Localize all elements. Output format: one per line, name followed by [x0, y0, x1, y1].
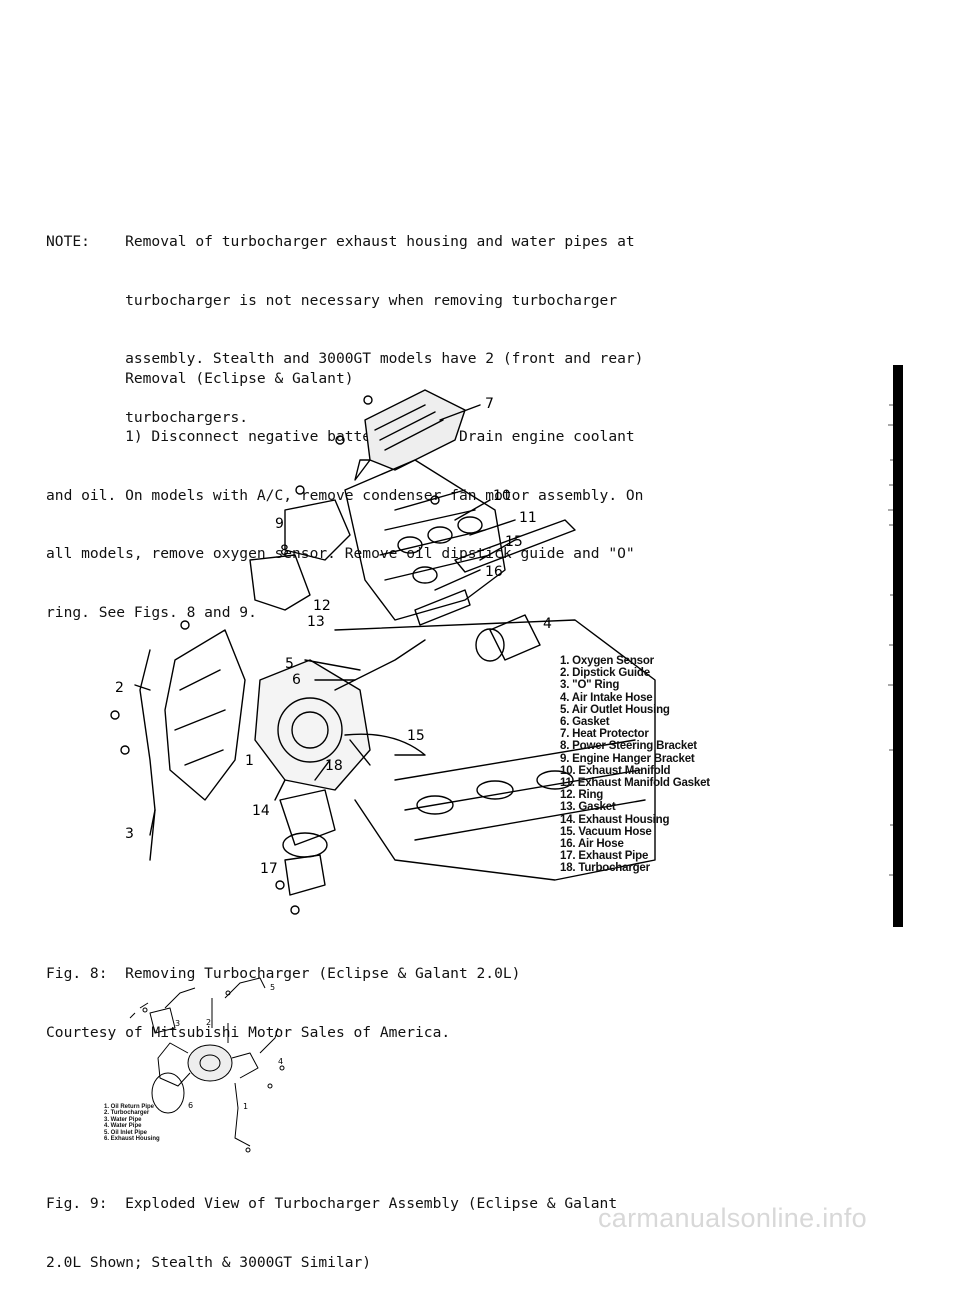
legend-item: 2. Dipstick Guide [560, 667, 650, 680]
callout-15: 15 [505, 534, 523, 550]
figure-9-legend: 1. Oil Return Pipe 2. Turbocharger 3. Wa… [104, 1104, 160, 1142]
callout-10: 10 [493, 488, 511, 504]
figure-8-legend: 1. Oxygen Sensor 2. Dipstick Guide 3. "O… [560, 655, 710, 875]
removal-heading: Removal (Eclipse & Galant) [46, 369, 354, 387]
callout-14: 14 [252, 803, 270, 819]
fig9-callout-5: 5 [270, 983, 275, 992]
callout-7: 7 [485, 396, 494, 412]
legend-item: 10. Exhaust Manifold [560, 764, 671, 777]
callout-18: 18 [325, 758, 343, 774]
note-line: turbocharger is not necessary when remov… [46, 291, 618, 309]
legend-item: 4. Air Intake Hose [560, 691, 653, 704]
figure-8-illustration: 7 10 11 15 16 4 9 8 12 13 5 6 2 1 15 18 … [110, 389, 656, 915]
note-line: assembly. Stealth and 3000GT models have… [46, 350, 644, 367]
caption-credit: Courtesy of Mitsubishi Motor Sales of Am… [46, 1023, 451, 1041]
figure-8-caption: Fig. 8: Removing Turbocharger (Eclipse &… [46, 925, 520, 1062]
legend-item: 6. Gasket [560, 716, 610, 729]
fig9-callout-2: 2 [206, 1018, 211, 1027]
callout-8: 8 [280, 543, 289, 559]
note-line: turbochargers. [46, 408, 249, 426]
callout-12: 12 [313, 598, 331, 614]
legend-item: 12. Ring [560, 789, 604, 802]
callout-6: 6 [292, 672, 301, 688]
note-line: NOTE: Removal of turbocharger exhaust ho… [46, 233, 635, 250]
legend-item: 2. Turbocharger [104, 1110, 150, 1117]
removal-line: 1) Disconnect negative battery cable. Dr… [46, 428, 635, 445]
callout-5: 5 [285, 656, 294, 672]
callout-4: 4 [543, 616, 552, 632]
legend-item: 3. "O" Ring [560, 679, 620, 692]
callout-1: 1 [245, 753, 254, 769]
callout-2: 2 [115, 680, 124, 696]
figure-9-illustration: 5 3 2 4 1 6 [129, 977, 285, 1153]
legend-item: 15. Vacuum Hose [560, 825, 652, 838]
callout-11: 11 [519, 510, 537, 526]
legend-item: 14. Exhaust Housing [560, 813, 670, 826]
fig9-callout-6: 6 [188, 1101, 193, 1110]
fig9-callout-1: 1 [243, 1102, 248, 1111]
legend-item: 3. Water Pipe [104, 1116, 142, 1123]
callout-3: 3 [125, 826, 134, 842]
legend-item: 7. Heat Protector [560, 728, 649, 741]
watermark: carmanualsonline.info [598, 1203, 867, 1233]
caption-line: Fig. 9: Exploded View of Turbocharger As… [46, 1195, 618, 1212]
legend-item: 13. Gasket [560, 801, 616, 814]
figure-9-caption: Fig. 9: Exploded View of Turbocharger As… [46, 1155, 617, 1292]
legend-item: 16. Air Hose [560, 838, 624, 851]
callout-9: 9 [275, 516, 284, 532]
legend-item: 1. Oil Return Pipe [104, 1104, 155, 1110]
caption-line: 2.0L Shown; Stealth & 3000GT Similar) [46, 1253, 372, 1271]
callout-13: 13 [307, 614, 325, 630]
removal-line: ring. See Figs. 8 and 9. [46, 603, 257, 621]
legend-item: 8. Power Steering Bracket [560, 740, 697, 753]
legend-item: 5. Oil Inlet Pipe [104, 1129, 148, 1136]
caption-line: Fig. 8: Removing Turbocharger (Eclipse &… [46, 965, 521, 982]
fig9-callout-3: 3 [175, 1019, 180, 1028]
callout-16: 16 [485, 564, 503, 580]
legend-item: 9. Engine Hanger Bracket [560, 752, 695, 765]
fig9-callout-4: 4 [278, 1057, 283, 1066]
removal-line: all models, remove oxygen sensor. Remove… [46, 545, 635, 562]
scan-edge-marks [888, 404, 893, 876]
callout-17: 17 [260, 861, 278, 877]
legend-item: 11. Exhaust Manifold Gasket [560, 777, 710, 790]
legend-item: 18. Turbocharger [560, 862, 650, 875]
removal-procedure: Removal (Eclipse & Galant) 1) Disconnect… [46, 271, 643, 642]
legend-item: 6. Exhaust Housing [104, 1136, 160, 1143]
removal-line: and oil. On models with A/C, remove cond… [46, 486, 644, 504]
legend-item: 1. Oxygen Sensor [560, 655, 654, 667]
legend-item: 5. Air Outlet Housing [560, 703, 670, 716]
callout-15b: 15 [407, 728, 425, 744]
legend-item: 17. Exhaust Pipe [560, 850, 649, 863]
legend-item: 4. Water Pipe [104, 1123, 142, 1130]
scan-edge-bar [893, 365, 903, 927]
note-paragraph: NOTE: Removal of turbocharger exhaust ho… [46, 193, 643, 447]
